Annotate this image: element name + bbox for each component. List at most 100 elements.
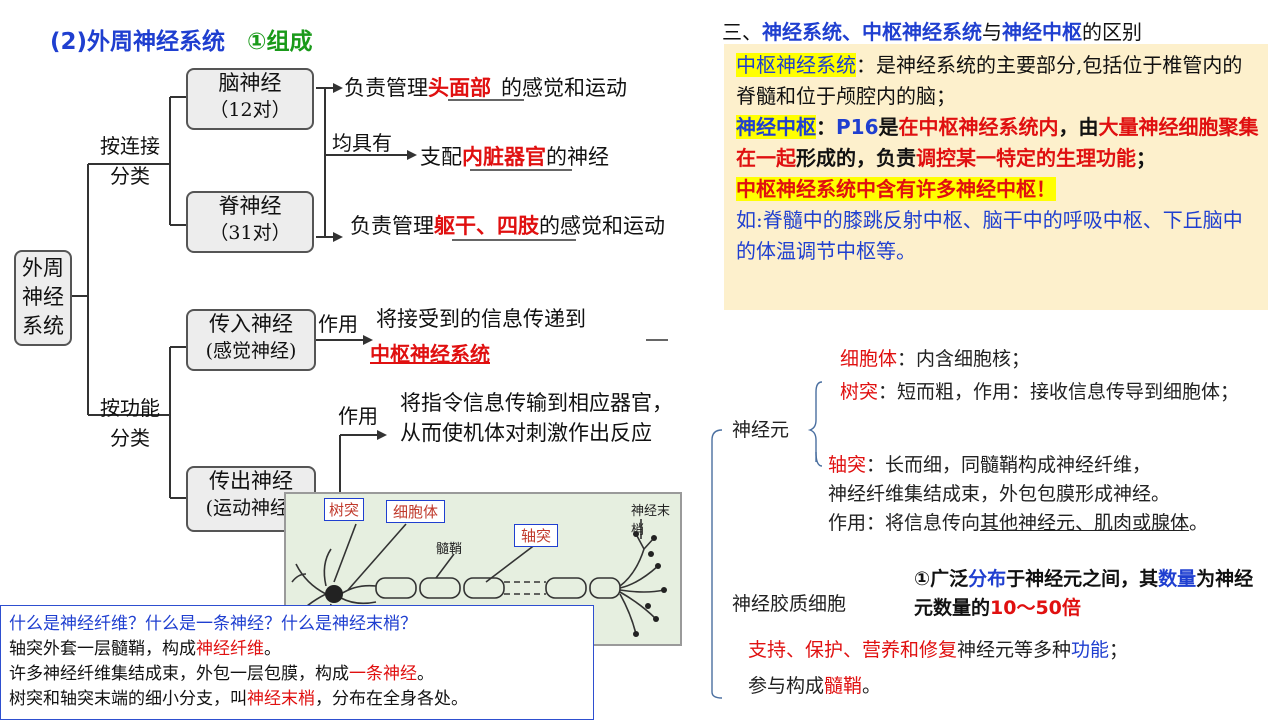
efferent-name: 传出神经: [209, 469, 293, 493]
glia-p1-b1: 分布: [968, 568, 1007, 590]
glia-p1-pre: ①广泛: [914, 568, 969, 590]
s3-term1: 神经系统、中枢神经系统: [762, 20, 982, 44]
axon-text1: ：长而细，同髓鞘构成神经纤维，: [866, 454, 1152, 476]
section-title: (2)外周神经系统 ①组成: [50, 22, 313, 56]
qa-l2-end: 。: [417, 664, 434, 684]
root-label: 外周神经系统: [22, 256, 64, 338]
glia-p3-red: 髓鞘: [824, 675, 863, 697]
nc-colon: ：: [816, 115, 836, 139]
cns-contains-note: 中枢神经系统中含有许多神经中枢！: [736, 174, 1260, 205]
cell-body-text: ：内含细胞核；: [897, 348, 1031, 370]
shared-desc-pre: 支配: [420, 145, 462, 169]
brain-nerve-node: 脑神经 （12对）: [186, 68, 314, 130]
glia-p1-red: 10～50倍: [990, 597, 1081, 619]
qa-l2-red: 一条神经: [349, 664, 417, 684]
nc-t3: ；: [1136, 146, 1156, 170]
qa-line-2: 许多神经纤维集结成束，外包一层包膜，构成一条神经。: [9, 662, 593, 687]
qa-question: 什么是神经纤维？什么是一条神经？什么是神经末梢？: [9, 614, 417, 634]
afferent-desc: 将接受到的信息传递到: [376, 307, 586, 331]
cns-example: 如:脊髓中的膝跳反射中枢、脑干中的呼吸中枢、下丘脑中的体温调节中枢等。: [736, 208, 1243, 263]
contains-text: 中枢神经系统中含有许多神经中枢！: [736, 177, 1056, 201]
dendrite-text: ：短而粗，作用：接收信息传导到细胞体；: [878, 381, 1240, 403]
branch-connect-label: 按连接分类: [92, 131, 168, 191]
s3-suffix: 的区别: [1082, 20, 1142, 44]
glia-p3-pre: 参与构成: [748, 675, 825, 697]
qa-l3-red: 神经末梢: [247, 689, 315, 709]
glia-p1-mid2: 为神经元数量的: [914, 568, 1254, 619]
spinal-desc-pre: 负责管理: [350, 214, 434, 238]
qa-l3-end: ，分布在全身各处。: [315, 689, 468, 709]
diagram-label-dendrite: 树突: [324, 498, 365, 521]
cns-definition: 中枢神经系统：是神经系统的主要部分,包括位于椎管内的脊髓和位于颅腔内的脑；: [736, 50, 1260, 112]
axon-line-3: 作用：将信息传向其他神经元、肌肉或腺体。: [828, 509, 1268, 538]
qa-l1-end: 。: [264, 639, 281, 659]
spinal-nerve-node: 脊神经 （31对）: [186, 191, 314, 253]
brain-nerve-desc: 负责管理头面部的感觉和运动: [344, 72, 627, 102]
cell-body-label: 细胞体: [840, 348, 898, 370]
nc-is: 是: [878, 115, 899, 139]
axon-text3-end: 。: [1189, 512, 1209, 534]
shared-desc-post: 的神经: [546, 145, 609, 169]
afferent-nerve-node: 传入神经 (感觉神经): [186, 309, 316, 371]
tree-connector-lines: [72, 83, 668, 500]
diagram-label-cell-body: 细胞体: [386, 500, 446, 523]
qa-line-3: 树突和轴突末端的细小分支，叫神经末梢，分布在全身各处。: [9, 687, 593, 712]
nc-t1: ，由: [1058, 115, 1099, 139]
shared-label: 均具有: [332, 131, 392, 155]
qa-l2-pre: 许多神经纤维集结成束，外包一层包膜，构成: [9, 664, 349, 684]
efferent-alt: (运动神经): [205, 497, 297, 519]
efferent-desc: 将指令信息传输到相应器官，从而使机体对刺激作出反应: [400, 391, 673, 445]
section3-title: 三、神经系统、中枢神经系统与神经中枢的区别: [722, 16, 1142, 45]
nc-label: 神经中枢: [736, 115, 816, 139]
axon-text3-ul: 其他神经元、肌肉或腺体: [980, 512, 1190, 534]
spinal-nerve-desc: 负责管理躯干、四肢的感觉和运动: [350, 211, 690, 241]
glia-point-1: ①广泛分布于神经元之间，其数量为神经元数量的10～50倍: [914, 565, 1264, 623]
shared-desc: 支配内脏器官的神经: [420, 141, 609, 171]
axon-line-1: 轴突：长而细，同髓鞘构成神经纤维，: [828, 451, 1268, 480]
s3-prefix: 三、: [722, 20, 762, 44]
efferent-action: 作用: [338, 404, 378, 428]
nc-r2: 大量神经细胞聚集在一起: [736, 115, 1259, 170]
nc-r1: 在中枢神经系统内: [898, 115, 1059, 139]
diagram-label-myelin: 髓鞘: [436, 542, 463, 557]
glia-point-2: 支持、保护、营养和修复神经元等多种功能；: [748, 636, 1128, 665]
axon-line-2: 神经纤维集结成束，外包包膜形成神经。: [828, 483, 1171, 505]
cns-note-box: 中枢神经系统：是神经系统的主要部分,包括位于椎管内的脊髓和位于颅腔内的脑； 神经…: [724, 44, 1268, 310]
spinal-desc-key: 躯干、四肢: [434, 213, 539, 238]
branch-function-text: 按功能分类: [100, 396, 160, 450]
qa-box: 什么是神经纤维？什么是一条神经？什么是神经末梢？ 轴突外套一层髓鞘，构成神经纤维…: [0, 605, 594, 720]
afferent-name: 传入神经: [209, 312, 293, 336]
glia-p2-red: 支持、保护、营养和修复: [748, 639, 958, 661]
title-part1: (2)外周神经系统: [50, 29, 226, 55]
glia-p1-mid: 于神经元之间，其: [1006, 568, 1159, 590]
brain-nerve-name: 脑神经: [218, 71, 282, 95]
axon-desc: 轴突：长而细，同髓鞘构成神经纤维， 神经纤维集结成束，外包包膜形成神经。 作用：…: [828, 451, 1268, 538]
root-node: 外周神经系统: [14, 250, 72, 346]
brain-nerve-count: （12对）: [209, 99, 291, 121]
diagram-label-terminal: 神经末梢: [631, 504, 671, 538]
nc-r3: 调控某一特定的生理功能: [916, 146, 1136, 170]
afferent-key: 中枢神经系统: [370, 342, 490, 366]
title-part2: ①组成: [247, 29, 313, 55]
axon-text3-pre: 作用：将信息传向: [828, 512, 981, 534]
dendrite-label: 树突: [840, 381, 879, 403]
diagram-label-axon: 轴突: [514, 524, 559, 547]
qa-l3-pre: 树突和轴突末端的细小分支，叫: [9, 689, 247, 709]
spinal-desc-post: 的感觉和运动: [539, 214, 665, 238]
branch-function-label: 按功能分类: [92, 393, 168, 453]
glia-p2-text: 神经元等多种: [957, 639, 1072, 661]
neuron-label: 神经元: [732, 419, 790, 441]
s3-term2: 神经中枢: [1002, 20, 1082, 44]
cns-text: ：是神经系统的主要部分,包括位于椎管内的脊髓和位于颅腔内的脑；: [736, 53, 1243, 108]
afferent-alt: (感觉神经): [205, 340, 297, 362]
shared-desc-key: 内脏器官: [462, 144, 546, 169]
nc-t2: 形成的，负责: [796, 146, 916, 170]
glia-p2-blue: 功能: [1071, 639, 1110, 661]
afferent-action: 作用: [318, 312, 358, 336]
brain-desc-key: 头面部: [428, 75, 491, 100]
spinal-nerve-name: 脊神经: [218, 194, 282, 218]
glia-point-3: 参与构成髓鞘。: [748, 672, 881, 701]
nc-page: P16: [836, 115, 879, 139]
branch-connect-text: 按连接分类: [100, 134, 160, 188]
brain-desc-pre: 负责管理: [344, 76, 428, 100]
